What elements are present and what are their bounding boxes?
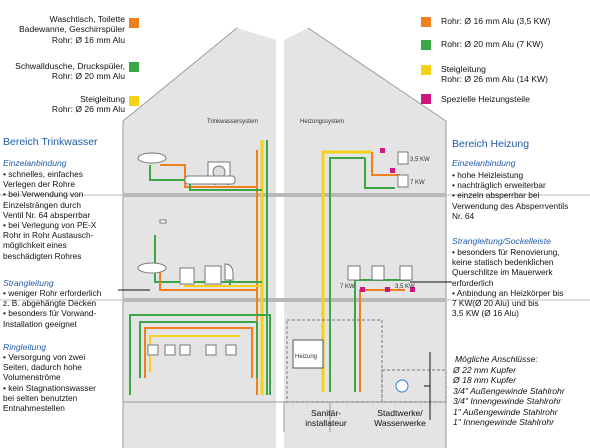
right-panel-title: Bereich Heizung	[452, 138, 530, 150]
legend-right-2-swatch	[421, 40, 431, 50]
connections-list: Ø 22 mm Kupfer Ø 18 mm Kupfer 3/4" Außen…	[453, 365, 565, 428]
left-section-2-title: Strangleitung	[3, 278, 54, 288]
bottom-label-installer: Sanitär- installateur	[305, 408, 347, 429]
roof-line-left	[122, 27, 238, 122]
radiator-lower-2	[371, 265, 385, 281]
left-section-3-title: Ringleitung	[3, 342, 46, 352]
radiator-lower-3	[399, 265, 413, 281]
ring-fixture-4	[205, 344, 217, 356]
kw-label-lower-7: 7 KW	[340, 284, 355, 290]
fixtures	[137, 152, 237, 356]
left-section-1-bullets: • schnelles, einfaches Verlegen der Rohr…	[3, 169, 97, 261]
left-section-1-title: Einzelanbindung	[3, 158, 67, 168]
roof-line-right	[307, 27, 447, 122]
floor-slab-upper	[123, 193, 446, 197]
legend-left-1-swatch	[129, 18, 139, 28]
washbasin-middle	[137, 262, 167, 274]
appliance	[204, 265, 222, 285]
floor-slab-lower	[123, 298, 446, 302]
right-section-2-bullets: • besonders für Renovierung, keine stati…	[452, 247, 564, 319]
legend-right-4-swatch	[421, 94, 431, 104]
legend-left-3-text: Steigleitung Rohr: Ø 26 mm Alu	[51, 94, 125, 115]
heating-valves	[360, 148, 415, 292]
bathtub	[184, 175, 236, 185]
radiator-upper-2	[397, 174, 409, 188]
left-section-3-bullets: • Versorgung von zwei Seiten, dadurch ho…	[3, 352, 96, 414]
right-section-1-title: Einzelanbindung	[452, 158, 516, 168]
left-panel-title: Bereich Trinkwasser	[3, 136, 98, 148]
kw-label-upper-35: 3,5 KW	[410, 157, 430, 163]
ring-fixture-5	[225, 344, 237, 356]
radiator-lower-1	[347, 265, 361, 281]
legend-left-3-swatch	[129, 96, 139, 106]
shower-head	[159, 219, 167, 224]
bottom-label-utility: Stadtwerke/ Wasserwerke	[374, 408, 426, 429]
heating-upper	[364, 152, 400, 189]
radiator-upper-1	[397, 151, 409, 165]
legend-right-2-text: Rohr: Ø 20 mm Alu (7 KW)	[441, 39, 544, 49]
urinal	[224, 263, 234, 281]
house-left-half	[123, 28, 276, 448]
ring-fixture-3	[179, 344, 191, 356]
system-left-label: Trinkwassersystem	[207, 119, 259, 125]
kw-label-upper-7: 7 KW	[410, 180, 425, 186]
legend-right-3-swatch	[421, 65, 431, 75]
legend-left-2-swatch	[129, 62, 139, 72]
supply-unit	[381, 369, 447, 403]
heater-label: Heizung	[295, 354, 318, 360]
kw-label-lower-35: 3,5 KW	[395, 284, 415, 290]
legend-right-1-text: Rohr: Ø 16 mm Alu (3,5 KW)	[441, 16, 551, 26]
left-section-2-bullets: • weniger Rohr erforderlich z. B. abgehä…	[3, 288, 102, 329]
heater-unit	[286, 319, 383, 403]
house-right-half	[284, 28, 446, 448]
legend-right-3-text: Steigleitung Rohr: Ø 26 mm Alu (14 KW)	[441, 64, 548, 85]
legend-left-2-text: Schwalldusche, Druckspüler, Rohr: Ø 20 m…	[15, 61, 125, 82]
system-right-label: Heizungssystem	[300, 119, 345, 125]
ring-fixture-2	[164, 344, 176, 356]
dishwasher	[179, 267, 195, 285]
ring-fixture-1	[147, 344, 159, 356]
right-section-2-title: Strangleitung/Sockelleiste	[452, 236, 551, 246]
washbasin-upper	[137, 152, 167, 164]
legend-right-1-swatch	[421, 17, 431, 27]
right-section-1-bullets: • hohe Heizleistung • nachträglich erwei…	[452, 170, 569, 221]
radiators	[347, 151, 413, 281]
ring-line-pipes	[129, 314, 271, 395]
legend-right-4-text: Spezielle Heizungsteile	[441, 94, 530, 104]
connections-title: Mögliche Anschlüsse:	[455, 354, 538, 364]
legend-left-1-text: Waschtisch, Toilette Badewanne, Geschirr…	[18, 14, 125, 45]
